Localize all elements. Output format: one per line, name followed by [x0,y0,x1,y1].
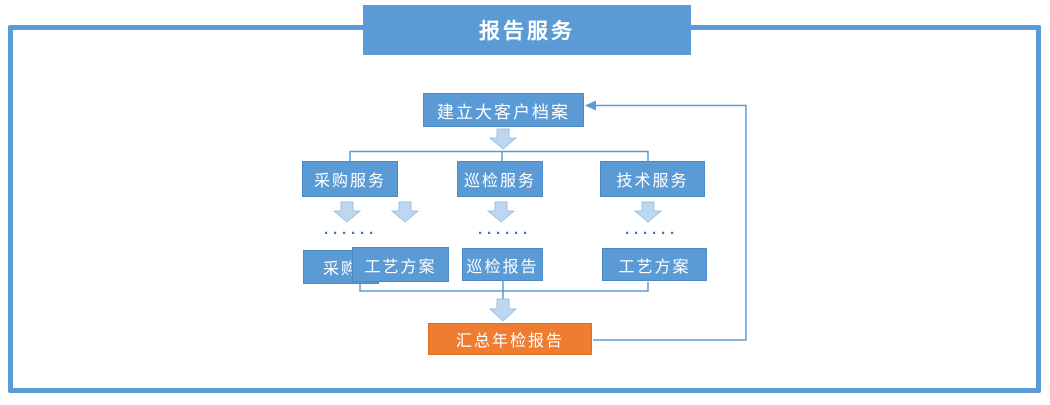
feedback-arrowhead-icon [585,100,596,111]
down-arrow-icon [390,201,420,223]
down-arrow-icon [633,201,663,223]
ellipsis-right: ······ [625,225,679,242]
feedback-loop-connector [590,104,747,341]
down-arrow-icon [488,298,518,322]
down-arrow-icon [486,201,516,223]
node-output-process-plan-2: 工艺方案 [602,248,707,281]
merge-connector [359,281,649,299]
distribution-connector [349,150,649,162]
node-root: 建立大客户档案 [423,93,584,127]
node-output-process-plan-1: 工艺方案 [352,247,449,282]
node-service-inspection: 巡检服务 [457,161,543,197]
down-arrow-icon [488,128,518,150]
node-output-inspection-report: 巡检报告 [462,248,543,281]
node-service-technical: 技术服务 [600,161,705,197]
down-arrow-icon [332,201,362,223]
ellipsis-middle: ······ [478,225,532,242]
ellipsis-left: ······ [324,225,378,242]
node-summary-report: 汇总年检报告 [428,323,592,355]
diagram-title: 报告服务 [363,5,691,55]
node-service-procurement: 采购服务 [302,161,398,197]
